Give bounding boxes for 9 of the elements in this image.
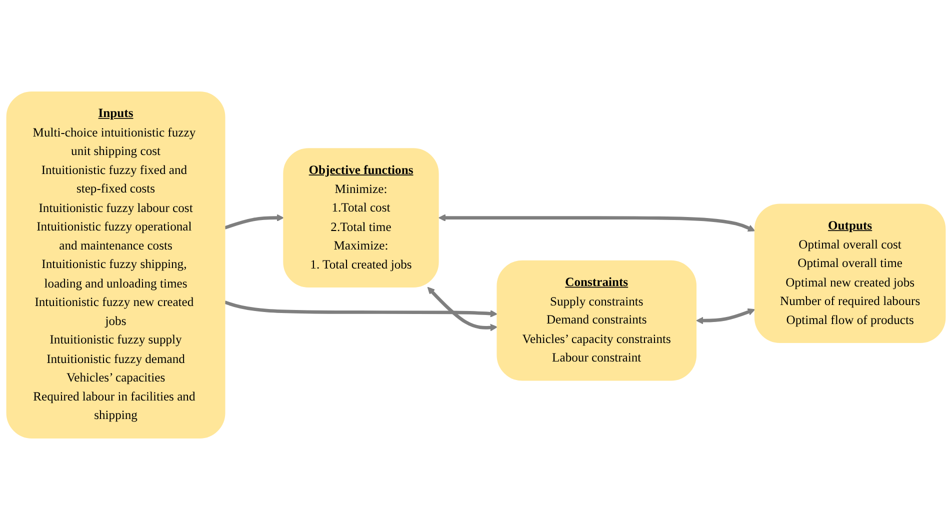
arrow [696,308,756,324]
node-box: Constraints Supply constraints Demand constraints Vehicles’ capacity constraints Labour constraint [496,260,697,381]
arrow [438,214,756,232]
arrow [224,300,498,318]
node-box: Outputs Optimal overall cost Optimal overall time Optimal new created jobs Number of required labours Optimal flow of products [754,204,946,344]
arrow [224,214,284,230]
arrow [427,286,498,332]
node-box: Inputs Multi-choice intuitionistic fuzzy unit shipping cost Intuitionistic fuzzy fixed and step-fixed costs Intuitionistic fuzzy labour cost Intuitionistic fuzzy operational and maintenance costs Intuitionistic fuzzy shipping, loading and unloading times Intuitionistic fuzzy new created jobs Intuitionistic fuzzy supply Intuitionistic fuzzy demand Vehicles’ capacities Required labour in facilities and shipping [6,92,226,438]
node-box: Objective functions Minimize: 1.Total cost 2.Total time Maximize: 1. Total created jobs [283,148,439,288]
